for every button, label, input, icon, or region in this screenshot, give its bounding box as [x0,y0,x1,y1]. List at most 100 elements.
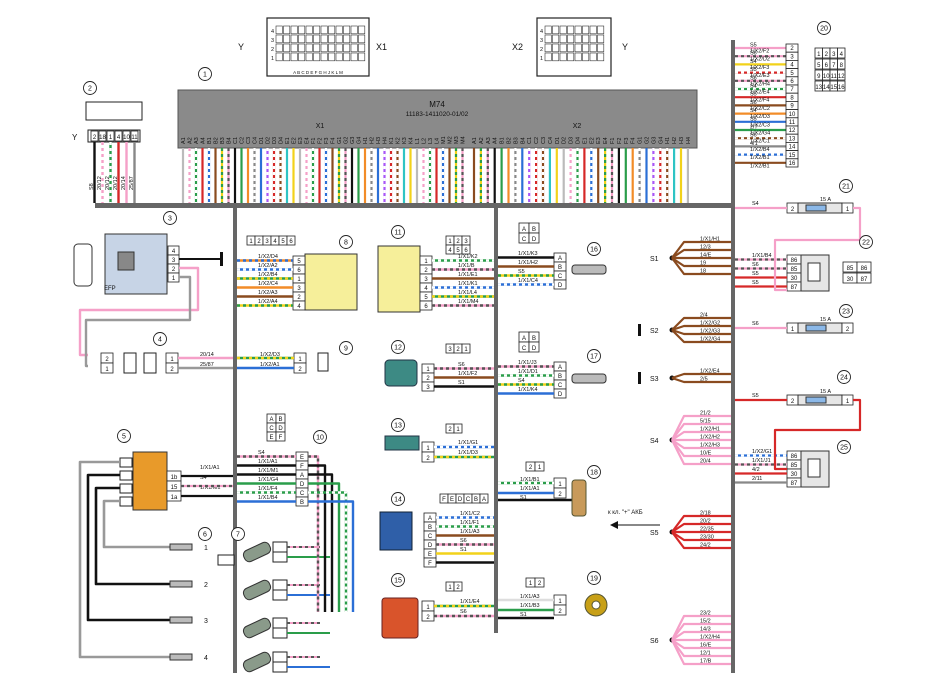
ecu-x2-pin: A3 [486,137,492,144]
oxygen-sensor-16-pin-label: C [558,274,563,280]
connector-20-pin-label: 5 [790,71,794,77]
x1-cell [350,52,358,62]
x1-cell [290,34,298,44]
oxygen-sensor-17-pin-label: C [558,383,563,389]
ecu-x1-pin: D4 [279,137,285,144]
ecu-x2-pin: A4 [493,137,499,144]
component-14-grid-label: D [458,497,463,503]
oxygen-sensor-17-icon [571,373,607,384]
connector-20-wire-label: 1/X2/C1 [750,139,770,145]
ecu-x1-pin: G1 [337,137,343,144]
spark-plug-label: 2 [204,582,208,589]
connector-2-wire-label: 25/87 [129,176,135,190]
component-14-grid-box [479,493,489,504]
connector-20-splice-label: S5 [750,116,757,122]
callout-12-label: 12 [394,345,402,352]
relay-22-pin-label: 85 [791,267,798,273]
x2-cell [552,43,560,53]
ecu-x1-pin: F4 [331,138,337,144]
component-13-body [384,435,420,451]
fuse-21-pin-b-label: 1 [846,207,850,213]
relay-25-wire-label: 1/X1/J1 [752,458,771,464]
x1-cell [320,52,328,62]
idle-valve-grid-label: 1 [249,239,253,245]
callout-16-label: 16 [590,247,598,254]
ecu-x1-pin: M1 [441,136,447,144]
ecu-x2-pin: F4 [631,138,637,144]
fuel-pump-pin-label: 2 [172,267,176,273]
splice-s2-wire [671,324,731,332]
throttle-grid-label: 2 [456,239,460,245]
throttle-body [377,245,421,313]
ecu-x1-pin: M3 [454,136,460,144]
x1-cell [275,52,283,62]
relay-22-pin-label: 87 [791,285,798,291]
connector-20-wire-label: 1/X2/H4 [750,81,770,87]
connector-10-pin-label: C [300,491,305,497]
x1-cell [358,34,366,44]
fuse-23-element [805,324,827,332]
x2-cell [559,34,567,44]
idle-valve-wire-label: 1/X2/D4 [258,254,278,260]
callout-9-ring [339,341,353,355]
component-14-pin-label: A [428,516,432,522]
x2-cell [597,34,605,44]
x1-cell [283,43,291,53]
fuse-24-element [805,396,827,404]
idle-valve-pin-label: 5 [297,259,301,265]
splice-s3-wire [671,376,731,384]
callout-7-ring [231,527,245,541]
injector-icon [242,579,272,601]
splice-s5-label: S5 [650,530,659,537]
component-14-pin-label: E [428,552,432,558]
x2-cell [559,52,567,62]
crank-sensor-grid-label: 1 [538,465,542,471]
ecu-x1-pin: B3 [220,137,226,144]
connector-10-wire-label: 1/X1/A1 [258,459,278,465]
throttle-grid-label: 4 [448,248,452,254]
spark-plug-icon [169,616,193,624]
component-10-connector: ES4F1/X1/A1A1/X1/M1D1/X1/G4C1/X1/F4B1/X1… [237,413,355,612]
x1-cell [343,43,351,53]
ecu-x1-pin: H4 [383,137,389,144]
oxygen-sensor-17-grid-label: D [532,346,537,352]
component-12-pin-label: 1 [426,367,430,373]
throttle-pin-label: 6 [424,304,428,310]
knock-sensor-grid-label: 1 [529,581,533,587]
idle-valve-grid-box [286,235,296,246]
idle-valve-grid-label: 3 [265,239,269,245]
connector-2-wire-label: 20/12 [97,176,103,190]
fuse-24-wire-label: S5 [752,393,759,399]
injector-pin-a [272,651,288,663]
idle-valve-wire-label: 1/X2/C4 [258,281,278,287]
x1-cell [275,34,283,44]
x1-row-label: 4 [271,29,274,35]
fuel-pump-pin-label: 1 [172,276,176,282]
callout-2-ring [83,81,97,95]
connector-20-wire-label: 1/X2/B1 [750,155,770,161]
connector-20-wire-label: 1/X2/F2 [750,49,769,55]
crank-sensor-grid-label: 2 [529,465,533,471]
callout-21-ring [839,179,853,193]
connector-20-splice-label: S4 [750,59,757,65]
ecu-x1-pin: A2 [188,137,194,144]
ignition-module-output [119,470,133,481]
ecu-x2-pin: B4 [520,137,526,144]
component-15-pin-label: 2 [426,615,430,621]
oxygen-sensor-17-wire-label: S4 [518,378,525,384]
x1-cell [335,43,343,53]
splice-s4-wire-label: 1/X2/H3 [700,443,720,449]
x2-cell [544,25,552,35]
component-12-wire-label: 1/X1/F2 [458,371,477,377]
knock-sensor-wire-label: S1 [520,612,527,618]
connector-2-wire-label: 20/14 [121,176,127,190]
ecu-x2-pin: H3 [679,137,685,144]
component-8-idle-valve: 51/X2/D461/X2/A211/X2/B431/X2/C421/X2/A3… [237,235,358,311]
relay-25-pin-label: 86 [791,454,798,460]
ecu-x1-pin: E1 [285,137,291,144]
throttle-grid-label: 6 [464,248,468,254]
injector-pin-a [272,617,288,629]
